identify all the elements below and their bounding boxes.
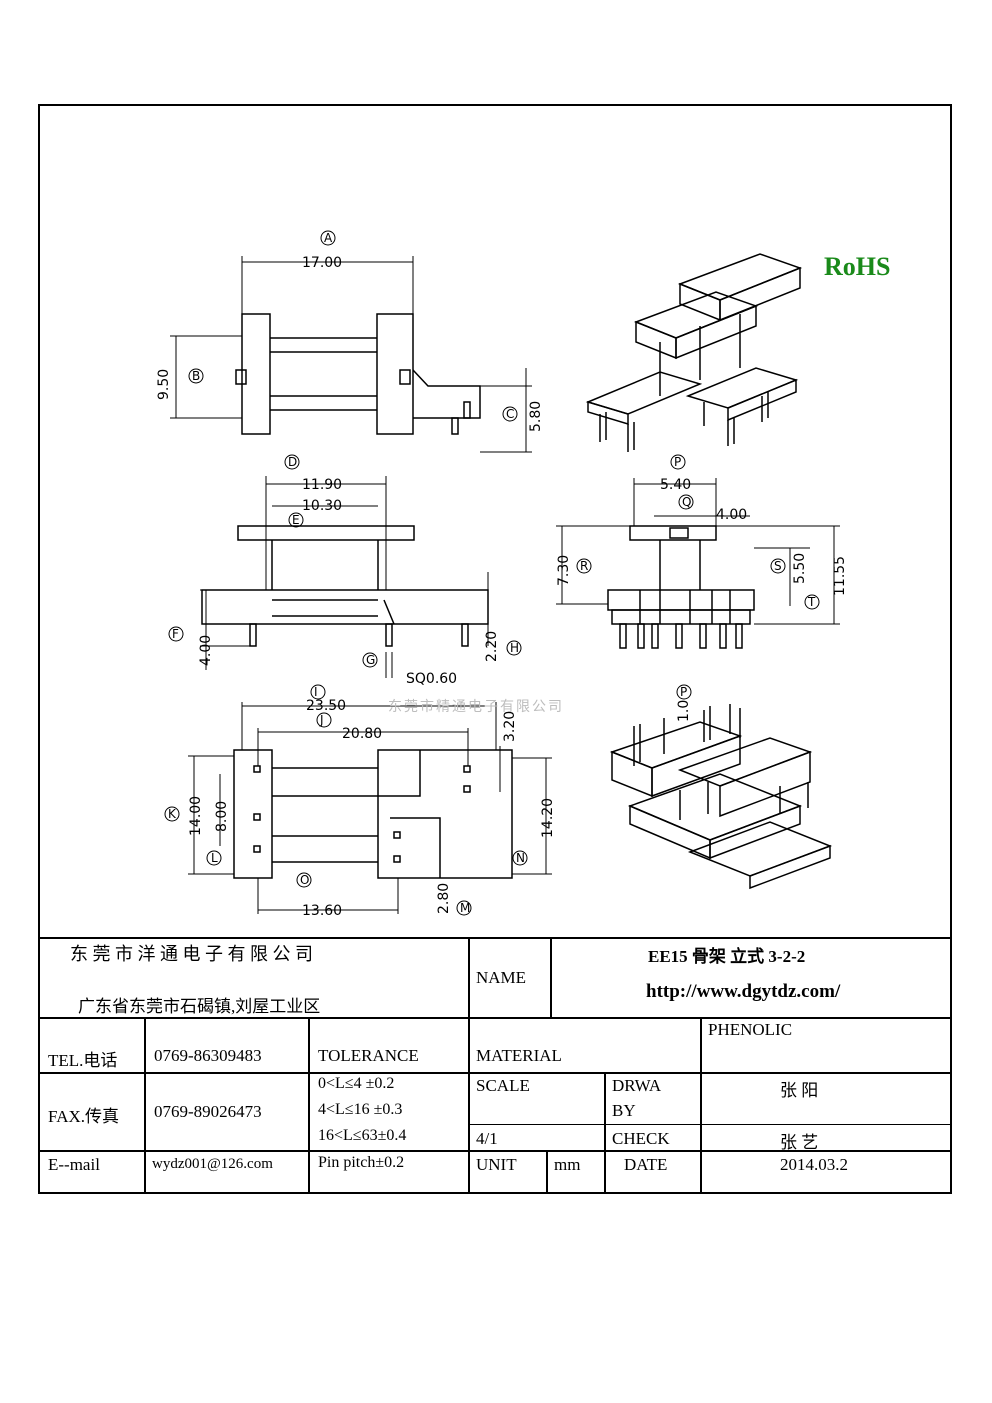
label-p: P (674, 455, 681, 469)
tel-label: TEL.电话 (48, 1051, 118, 1070)
dim-t-value: 11.55 (832, 556, 848, 596)
dim-i-value: 23.50 (306, 698, 346, 714)
label-t: T (807, 595, 816, 609)
label-e: E (292, 513, 300, 527)
label-i: I (314, 685, 318, 699)
label-o: O (300, 873, 309, 887)
label-r: R (580, 559, 588, 573)
front-view: 11.90 D 10.30 E F 4.00 G SQ0.60 H (168, 454, 522, 687)
label-m: M (460, 901, 470, 915)
label-n: N (516, 851, 525, 865)
dim-p2-value: 1.0 (676, 700, 692, 722)
date-value: 2014.03.2 (780, 1155, 848, 1174)
dim-j2-value: 3.20 (502, 711, 518, 742)
dim-p-value: 5.40 (660, 477, 691, 493)
label-l: L (211, 851, 218, 865)
bottom-view: 23.50 I 20.80 J 3.20 14.00 K 8.00 L (164, 684, 556, 919)
label-a: A (324, 231, 333, 245)
unit-label: UNIT (476, 1155, 517, 1174)
label-p2: P (680, 685, 687, 699)
label-b: B (192, 369, 200, 383)
company-address: 广东省东莞市石碣镇,刘屋工业区 (78, 997, 321, 1016)
label-c: C (506, 407, 514, 421)
dim-n-value: 14.20 (540, 798, 556, 838)
drawn-by-label-2: BY (612, 1101, 636, 1120)
company-name: 东 莞 市 洋 通 电 子 有 限 公 司 (70, 944, 313, 964)
label-q: Q (682, 495, 691, 509)
scale-value: 4/1 (476, 1129, 498, 1148)
top-view: 17.00 A 9.50 B C 5.80 (156, 230, 544, 453)
drawn-by-value: 张 阳 (780, 1081, 819, 1100)
label-f: F (172, 627, 179, 641)
label-h: H (510, 641, 519, 655)
dim-r-value: 7.30 (556, 555, 572, 586)
drawn-by-label-1: DRWA (612, 1076, 662, 1095)
name-label: NAME (476, 968, 527, 987)
unit-value: mm (554, 1155, 581, 1174)
pin-pitch-tolerance: Pin pitch±0.2 (318, 1154, 405, 1171)
tolerance-label: TOLERANCE (318, 1046, 419, 1065)
material-label: MATERIAL (476, 1046, 562, 1065)
email-value: wydz001@126.com (152, 1156, 273, 1172)
label-k: K (168, 807, 177, 821)
fax-value: 0769-89026473 (154, 1102, 262, 1121)
isometric-view-top (585, 253, 803, 452)
side-view: 5.40 P 4.00 Q 7.30 R S 5.50 (556, 454, 848, 649)
tolerance-range-2: 4<L≤16 ±0.3 (318, 1101, 403, 1118)
date-label: DATE (624, 1155, 668, 1174)
watermark: 东莞市精通电子有限公司 (388, 699, 564, 715)
dim-a-value: 17.00 (302, 255, 342, 271)
dim-e-value: 10.30 (302, 498, 342, 514)
checked-by-value: 张 艺 (780, 1133, 819, 1152)
dim-u-value: 13.60 (302, 903, 342, 919)
dim-k-value: 14.00 (188, 796, 204, 836)
dim-b-value: 9.50 (156, 369, 172, 400)
dim-g-value: SQ0.60 (406, 671, 457, 687)
rohs-mark: RoHS (824, 252, 891, 281)
label-j: J (319, 713, 324, 727)
fax-label: FAX.传真 (48, 1107, 119, 1126)
dim-m-value: 2.80 (436, 883, 452, 914)
company-url: http://www.dgytdz.com/ (646, 981, 841, 1002)
label-s: S (774, 559, 782, 573)
dim-h-value: 2.20 (484, 631, 500, 662)
dim-f-value: 4.00 (198, 635, 214, 666)
email-label: E--mail (48, 1155, 100, 1174)
material-value: PHENOLIC (708, 1020, 793, 1039)
scale-label: SCALE (476, 1076, 530, 1095)
dim-d-value: 11.90 (302, 477, 342, 493)
dim-q-value: 4.00 (716, 507, 747, 523)
label-d: D (288, 455, 297, 469)
technical-drawing: 17.00 A 9.50 B C 5.80 (156, 230, 848, 919)
dim-c-value: 5.80 (528, 401, 544, 432)
tel-value: 0769-86309483 (154, 1046, 262, 1065)
drawing-sheet: 17.00 A 9.50 B C 5.80 (38, 104, 952, 1194)
tolerance-range-3: 16<L≤63±0.4 (318, 1127, 407, 1144)
product-name: EE15 骨架 立式 3-2-2 (648, 947, 806, 966)
dim-j-value: 20.80 (342, 726, 382, 742)
check-label: CHECK (612, 1129, 670, 1148)
dim-k2-value: 8.00 (214, 801, 230, 832)
isometric-view-bottom: P 1.0 (609, 684, 833, 890)
tolerance-range-1: 0<L≤4 ±0.2 (318, 1075, 395, 1092)
label-g: G (366, 653, 375, 667)
dim-s-value: 5.50 (792, 553, 808, 584)
